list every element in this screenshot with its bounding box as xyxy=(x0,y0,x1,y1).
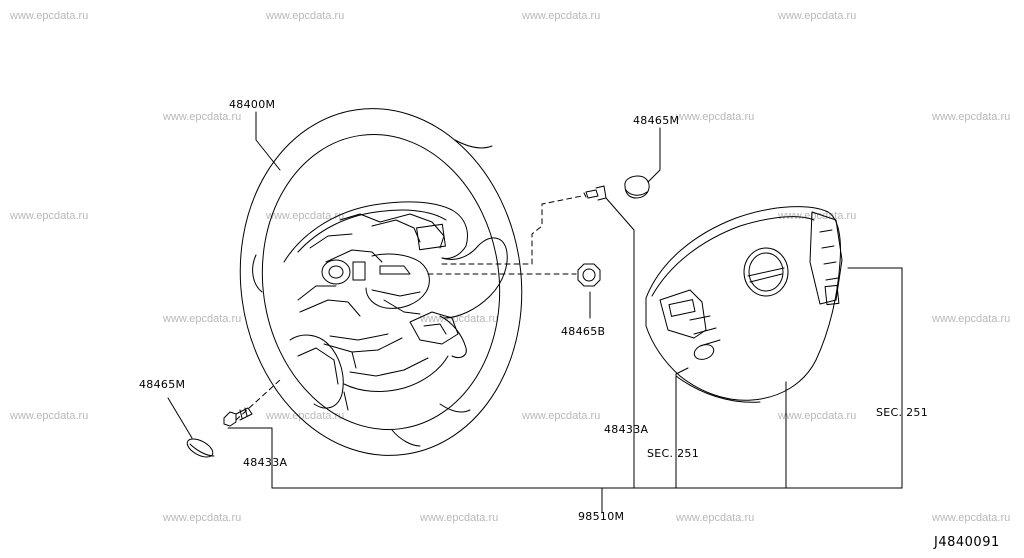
watermark: www.epcdata.ru xyxy=(778,210,857,222)
label-sec-bottom: SEC. 251 xyxy=(647,447,700,460)
label-ornament-left: 48465M xyxy=(139,378,186,391)
watermark: www.epcdata.ru xyxy=(163,512,242,524)
label-bolt-right: 48433A xyxy=(604,423,649,436)
watermark: www.epcdata.ru xyxy=(522,10,601,22)
label-ornament-top: 48465M xyxy=(633,114,680,127)
label-sec-right: SEC. 251 xyxy=(876,406,929,419)
watermark: www.epcdata.ru xyxy=(522,410,601,422)
watermark: www.epcdata.ru xyxy=(163,111,242,123)
bolt-upper xyxy=(583,185,607,201)
watermark: www.epcdata.ru xyxy=(932,512,1011,524)
watermark: www.epcdata.ru xyxy=(676,512,755,524)
ornament-cap-left xyxy=(186,438,215,458)
watermark: www.epcdata.ru xyxy=(778,10,857,22)
watermark: www.epcdata.ru xyxy=(676,111,755,123)
watermark: www.epcdata.ru xyxy=(266,10,345,22)
label-airbag-module: 98510M xyxy=(578,510,625,523)
steering-wheel-lower-spoke xyxy=(289,333,449,411)
steering-wheel-rim xyxy=(239,108,523,456)
steering-wheel-right-spoke xyxy=(409,237,508,359)
watermark: www.epcdata.ru xyxy=(420,512,499,524)
diagram-code: J4840091 xyxy=(934,535,1000,550)
watermark: www.epcdata.ru xyxy=(932,313,1011,325)
watermark: www.epcdata.ru xyxy=(10,210,89,222)
watermark: www.epcdata.ru xyxy=(10,410,89,422)
nut xyxy=(577,263,601,287)
watermark: www.epcdata.ru xyxy=(266,410,345,422)
watermark: www.epcdata.ru xyxy=(778,410,857,422)
bolt-left xyxy=(223,407,253,427)
ornament-cap-top xyxy=(624,175,650,199)
leader-lines xyxy=(167,111,903,513)
assembly-guide-lines xyxy=(235,195,583,421)
steering-wheel-upper-hub xyxy=(283,201,468,263)
steering-wheel-center-hub xyxy=(297,253,430,317)
watermark: www.epcdata.ru xyxy=(266,210,345,222)
watermark: www.epcdata.ru xyxy=(932,111,1011,123)
watermark: www.epcdata.ru xyxy=(10,10,89,22)
label-nut: 48465B xyxy=(561,325,606,338)
watermark: www.epcdata.ru xyxy=(163,313,242,325)
label-bolt-left: 48433A xyxy=(243,456,288,469)
label-steering-wheel: 48400M xyxy=(229,98,276,111)
airbag-module xyxy=(645,206,843,403)
